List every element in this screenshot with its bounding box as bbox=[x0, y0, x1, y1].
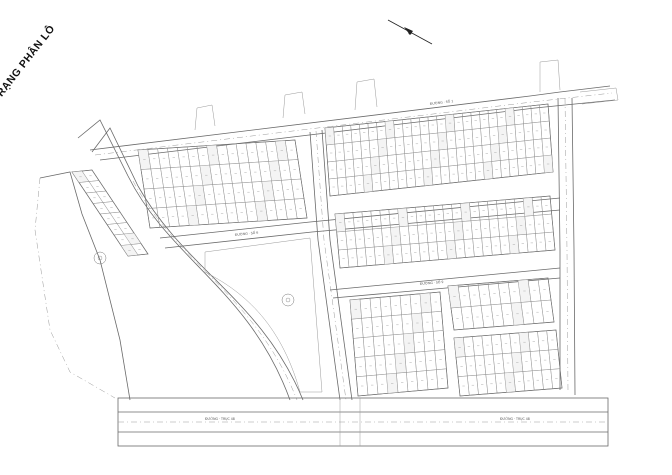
land-lot[interactable] bbox=[544, 231, 556, 251]
land-lot[interactable] bbox=[130, 243, 149, 256]
block-e bbox=[447, 277, 555, 331]
roundabout-icon bbox=[93, 251, 295, 307]
block-g bbox=[71, 169, 149, 257]
svg-text:ĐƯỜNG · TRỤC 48: ĐƯỜNG · TRỤC 48 bbox=[500, 416, 530, 421]
block-a bbox=[137, 139, 308, 229]
land-lot[interactable] bbox=[436, 368, 449, 390]
main-roads: ĐƯỜNG · TRỤC 48 ĐƯỜNG · TRỤC 48 ĐƯỜNG · … bbox=[77, 59, 619, 447]
land-lot[interactable] bbox=[293, 198, 308, 219]
block-d bbox=[349, 291, 449, 397]
svg-text:ĐƯỜNG · SỐ 9: ĐƯỜNG · SỐ 9 bbox=[420, 279, 444, 286]
lot-blocks bbox=[71, 103, 563, 397]
land-lot[interactable] bbox=[550, 368, 563, 389]
land-lot[interactable] bbox=[540, 299, 555, 323]
svg-text:ĐƯỜNG · SỐ 1: ĐƯỜNG · SỐ 1 bbox=[430, 98, 454, 106]
svg-text:ĐƯỜNG · TRỤC 48: ĐƯỜNG · TRỤC 48 bbox=[205, 416, 235, 421]
block-f bbox=[453, 329, 563, 397]
north-arrow-icon bbox=[387, 19, 433, 45]
site-boundary bbox=[34, 171, 131, 401]
svg-text:ĐƯỜNG · SỐ 6: ĐƯỜNG · SỐ 6 bbox=[235, 230, 259, 237]
block-c bbox=[334, 195, 556, 269]
block-b bbox=[324, 103, 554, 197]
